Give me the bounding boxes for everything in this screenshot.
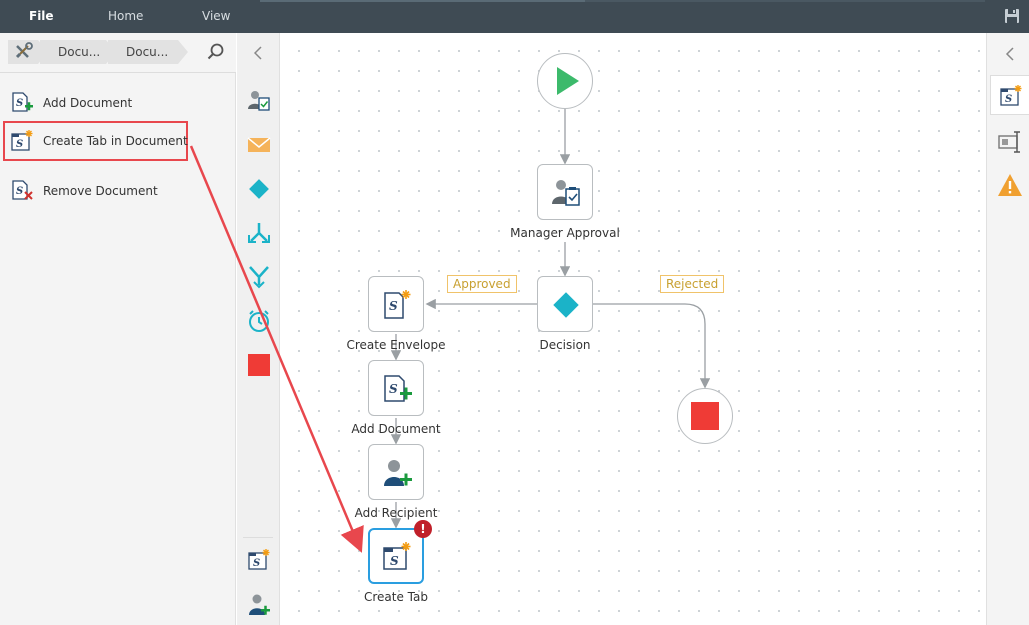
toolbox: S bbox=[237, 33, 280, 625]
decision-icon bbox=[553, 292, 579, 318]
merge-icon[interactable] bbox=[247, 265, 271, 289]
user-task-icon bbox=[552, 180, 580, 206]
svg-text:S: S bbox=[390, 554, 399, 568]
text-field-icon[interactable] bbox=[997, 129, 1023, 155]
email-icon[interactable] bbox=[247, 133, 271, 157]
envelope-create-icon: S bbox=[384, 290, 411, 319]
add-recipient-icon[interactable] bbox=[247, 593, 271, 617]
wizard-item-label: Create Tab in Document bbox=[43, 134, 188, 148]
breadcrumb-item-1[interactable]: Docu... bbox=[40, 40, 116, 64]
menu-bar-accent-2 bbox=[585, 0, 985, 2]
menu-home[interactable]: Home bbox=[108, 9, 144, 23]
document-tab-icon: S bbox=[11, 130, 33, 151]
node-label-create-tab: Create Tab bbox=[363, 590, 428, 604]
menu-view[interactable]: View bbox=[202, 9, 231, 23]
breadcrumb-separator bbox=[38, 40, 48, 64]
error-badge[interactable]: ! bbox=[414, 520, 432, 538]
document-tab-icon[interactable]: S bbox=[247, 548, 271, 572]
timer-icon[interactable] bbox=[247, 309, 271, 333]
document-add-icon: S bbox=[384, 375, 412, 402]
wizard-item-label: Remove Document bbox=[43, 184, 158, 198]
split-icon[interactable] bbox=[247, 221, 271, 245]
node-label-manager-approval: Manager Approval bbox=[510, 226, 620, 240]
svg-text:S: S bbox=[16, 98, 23, 109]
menu-file[interactable]: File bbox=[29, 9, 54, 23]
document-tab-icon: S bbox=[383, 542, 411, 570]
line-label-approved: Approved bbox=[447, 275, 517, 293]
svg-text:S: S bbox=[16, 186, 23, 197]
stop-icon bbox=[691, 402, 719, 430]
node-label-add-recipient: Add Recipient bbox=[354, 506, 438, 520]
wizard-item-create-tab-in-document[interactable]: S Create Tab in Document bbox=[3, 121, 188, 161]
save-icon[interactable] bbox=[1004, 8, 1020, 24]
wizard-item-remove-document[interactable]: S Remove Document bbox=[6, 173, 188, 209]
toolbox-divider bbox=[243, 537, 273, 538]
decision-icon[interactable] bbox=[247, 177, 271, 201]
collapse-right-icon[interactable] bbox=[1003, 46, 1017, 62]
wizard-item-add-document[interactable]: S Add Document bbox=[6, 85, 188, 121]
warning-icon[interactable] bbox=[997, 172, 1023, 198]
node-label-add-document: Add Document bbox=[351, 422, 441, 436]
wizard-panel: Docu... Docu... S Add Document bbox=[0, 33, 236, 625]
node-create-envelope[interactable]: S bbox=[368, 276, 424, 332]
menu-bar-accent bbox=[260, 0, 585, 2]
breadcrumb-separator bbox=[106, 40, 116, 64]
node-add-document[interactable]: S bbox=[368, 360, 424, 416]
node-create-tab[interactable]: S bbox=[368, 528, 424, 584]
node-decision[interactable] bbox=[537, 276, 593, 332]
breadcrumb: Docu... Docu... bbox=[0, 33, 236, 73]
svg-text:S: S bbox=[253, 558, 260, 569]
add-recipient-icon bbox=[384, 460, 412, 486]
breadcrumb-separator bbox=[178, 40, 188, 64]
menu-bar: File Home View bbox=[0, 0, 1029, 33]
line-label-rejected: Rejected bbox=[660, 275, 725, 293]
search-icon[interactable] bbox=[207, 43, 225, 61]
start-node[interactable] bbox=[537, 53, 593, 109]
tab-step-properties[interactable]: S bbox=[990, 75, 1029, 115]
breadcrumb-item-1-label: Docu... bbox=[58, 45, 101, 59]
node-label-create-envelope: Create Envelope bbox=[346, 338, 446, 352]
stop-icon[interactable] bbox=[247, 353, 271, 377]
breadcrumb-home[interactable] bbox=[8, 40, 48, 64]
breadcrumb-item-2[interactable]: Docu... bbox=[108, 40, 188, 64]
tools-icon bbox=[15, 42, 33, 59]
stop-node[interactable] bbox=[677, 388, 733, 444]
svg-text:S: S bbox=[16, 139, 23, 150]
node-manager-approval[interactable] bbox=[537, 164, 593, 220]
svg-text:S: S bbox=[389, 382, 398, 396]
play-icon bbox=[557, 67, 579, 95]
svg-text:S: S bbox=[1005, 94, 1012, 105]
document-add-icon: S bbox=[12, 92, 33, 112]
user-task-icon[interactable] bbox=[247, 89, 271, 113]
collapse-left-icon[interactable] bbox=[250, 45, 266, 61]
document-tab-icon: S bbox=[1000, 85, 1022, 106]
svg-text:S: S bbox=[389, 299, 398, 313]
node-label-decision: Decision bbox=[539, 338, 591, 352]
node-add-recipient[interactable] bbox=[368, 444, 424, 500]
wizard-item-label: Add Document bbox=[43, 96, 133, 110]
document-remove-icon: S bbox=[12, 180, 33, 200]
properties-panel: S bbox=[986, 33, 1029, 625]
breadcrumb-item-2-label: Docu... bbox=[126, 45, 169, 59]
